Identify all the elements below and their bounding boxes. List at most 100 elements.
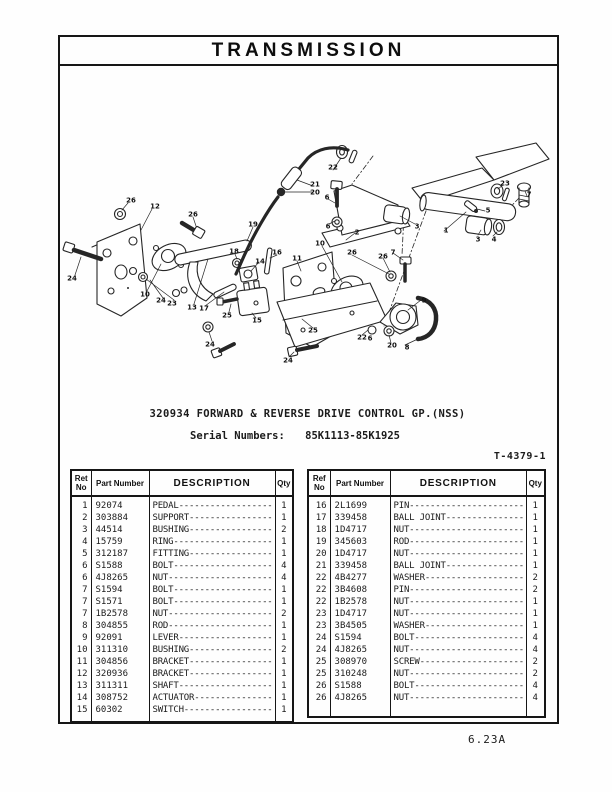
cell-part: S1594 bbox=[329, 632, 391, 644]
cell-desc: BOLT--------------------- bbox=[389, 632, 527, 644]
cell-desc: BRACKET---------------- bbox=[148, 668, 276, 680]
cell-ref: 24 bbox=[315, 633, 327, 643]
cell-qty: 1 bbox=[274, 692, 294, 704]
fasteners-bottom-left bbox=[202, 321, 236, 359]
cell-desc: NUT---------------------- bbox=[389, 692, 527, 704]
callout-24: 24 bbox=[205, 341, 215, 349]
leader-lines bbox=[74, 157, 528, 358]
column-header-part: Part Number bbox=[329, 470, 391, 497]
cell-qty: 1 bbox=[274, 668, 294, 680]
cell-ref: 12 bbox=[76, 669, 88, 679]
cell-ref: 21 bbox=[315, 561, 327, 571]
cell-desc: ROD---------------------- bbox=[389, 536, 527, 548]
cell-qty: 4 bbox=[526, 680, 545, 692]
cell-desc: PIN---------------------- bbox=[389, 584, 527, 596]
callout-16: 16 bbox=[272, 249, 282, 257]
cell-desc: WASHER------------------- bbox=[389, 620, 527, 632]
cell-part: 339458 bbox=[329, 512, 391, 524]
cell-ref: 1 bbox=[82, 501, 88, 511]
callout-6: 6 bbox=[326, 223, 331, 231]
cell-ref: 14 bbox=[76, 693, 88, 703]
cell-ref: 26 bbox=[315, 693, 327, 703]
cell-ref: 11 bbox=[76, 657, 88, 667]
cell-ref: 6 bbox=[82, 561, 88, 571]
cell-ref: 2 bbox=[82, 513, 88, 523]
cell-part: 339458 bbox=[329, 560, 391, 572]
cell-ref: 7 bbox=[82, 585, 88, 595]
cell-qty: 1 bbox=[274, 512, 294, 524]
switch-15 bbox=[236, 280, 270, 317]
cell-qty: 4 bbox=[274, 560, 294, 572]
page-number: 6.23A bbox=[468, 733, 507, 746]
cell-ref: 25 bbox=[315, 657, 327, 667]
callout-23: 23 bbox=[167, 300, 177, 308]
callout-6: 6 bbox=[325, 194, 330, 202]
cell-ref: 26 bbox=[315, 681, 327, 691]
page-title: TRANSMISSION bbox=[211, 40, 406, 61]
cell-ref: 18 bbox=[315, 525, 327, 535]
callout-25: 25 bbox=[222, 312, 232, 320]
bolt-7 bbox=[516, 182, 532, 208]
cell-qty: 1 bbox=[274, 632, 294, 644]
bracket-12 bbox=[91, 223, 148, 317]
cell-part: 4B4277 bbox=[329, 572, 391, 584]
figure-caption: 320934 FORWARD & REVERSE DRIVE CONTROL G… bbox=[149, 408, 466, 420]
cell-qty: 1 bbox=[274, 704, 294, 716]
cell-part: 60302 bbox=[90, 704, 149, 716]
cell-part: 304855 bbox=[90, 620, 149, 632]
nut-26-top bbox=[113, 207, 127, 221]
cell-ref: 9 bbox=[82, 633, 88, 643]
cell-ref: 15 bbox=[76, 705, 88, 715]
column-header-ref: Ret No bbox=[71, 470, 91, 497]
cell-part: 312187 bbox=[90, 548, 149, 560]
callout-20: 20 bbox=[310, 189, 320, 197]
cell-qty: 1 bbox=[526, 536, 545, 548]
serial-numbers-value: 85K1113-85K1925 bbox=[305, 430, 400, 442]
cell-part: 310248 bbox=[329, 668, 391, 680]
cell-qty: 1 bbox=[526, 548, 545, 560]
cell-qty: 1 bbox=[274, 496, 294, 512]
cell-part: 1B2578 bbox=[90, 608, 149, 620]
cell-ref: 17 bbox=[315, 513, 327, 523]
cell-desc: NUT---------------------- bbox=[389, 596, 527, 608]
cell-part: S1571 bbox=[90, 596, 149, 608]
cell-qty: 2 bbox=[526, 656, 545, 668]
cell-ref: 3 bbox=[82, 525, 88, 535]
cell-qty: 2 bbox=[526, 584, 545, 596]
callout-14: 14 bbox=[255, 258, 265, 266]
callout-4: 4 bbox=[492, 236, 497, 244]
callout-24: 24 bbox=[67, 275, 77, 283]
cell-part: S1588 bbox=[90, 560, 149, 572]
cell-desc: NUT---------------------- bbox=[389, 608, 527, 620]
cell-qty: 4 bbox=[526, 632, 545, 644]
cell-qty: 1 bbox=[526, 620, 545, 632]
serial-numbers-label: Serial Numbers: bbox=[190, 430, 285, 442]
cell-qty: 1 bbox=[274, 656, 294, 668]
cell-desc: BOLT------------------- bbox=[148, 584, 276, 596]
callout-5: 5 bbox=[486, 207, 491, 215]
callout-7: 7 bbox=[527, 191, 532, 199]
cell-ref: 19 bbox=[315, 537, 327, 547]
cell-qty: 1 bbox=[526, 524, 545, 536]
callout-21: 21 bbox=[310, 181, 320, 189]
cell-part: 303884 bbox=[90, 512, 149, 524]
bushing-3-right-ring-4 bbox=[464, 215, 506, 236]
pin-17 bbox=[213, 283, 237, 299]
cell-part: 311311 bbox=[90, 680, 149, 692]
callout-22: 22 bbox=[328, 164, 338, 172]
